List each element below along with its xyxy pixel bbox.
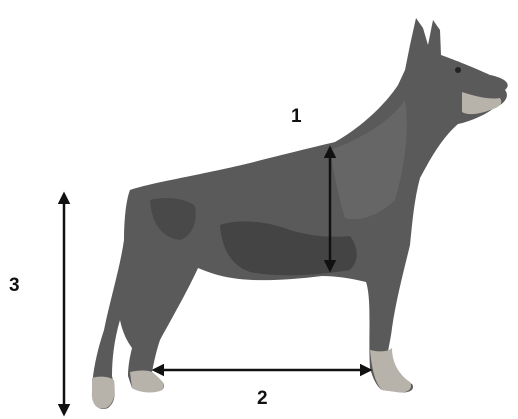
measurement-1-label: 1: [291, 107, 302, 126]
measurement-2-label: 2: [257, 389, 268, 408]
dog-eye: [455, 67, 461, 73]
dog-tan-rear-paw: [130, 371, 164, 393]
dog-tan-front-leg: [370, 348, 411, 393]
dog-illustration: [92, 18, 508, 409]
measurement-3-label: 3: [9, 276, 20, 295]
